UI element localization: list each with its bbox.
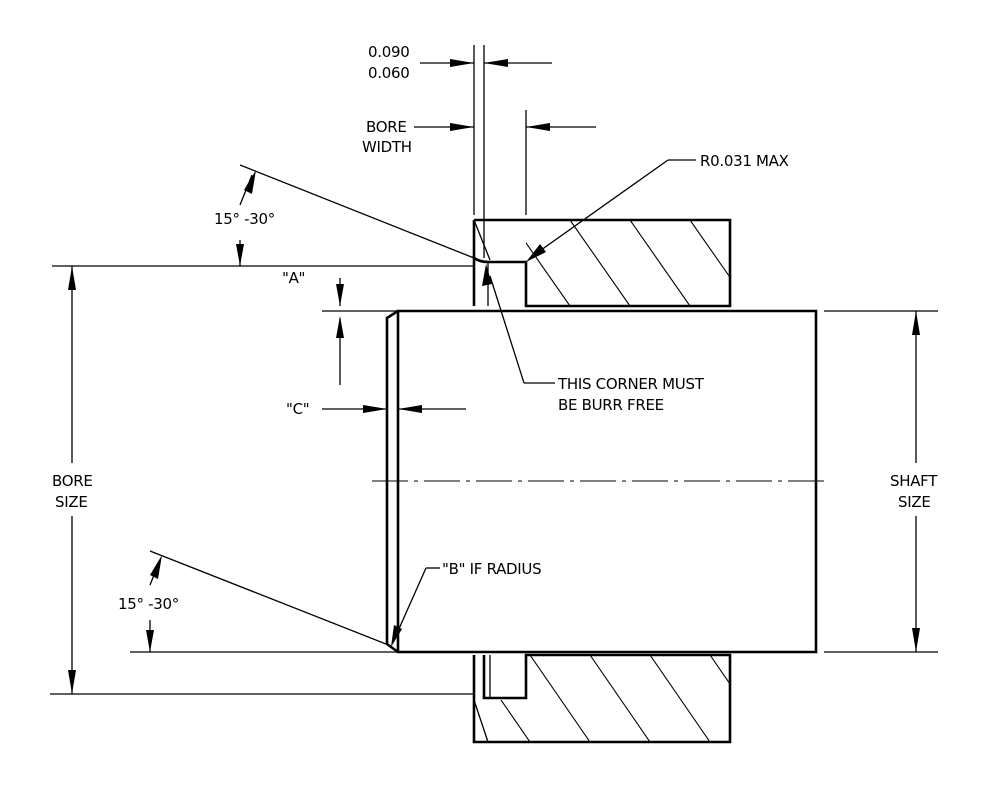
bore-size-label-line2: SIZE xyxy=(55,493,88,511)
upper-housing xyxy=(472,218,732,308)
label-c: "C" xyxy=(286,400,309,418)
shaft-size-label-line1: SHAFT xyxy=(890,472,938,490)
chamfer-width-min-label: 0.060 xyxy=(368,64,409,82)
angle-bottom-label: 15° -30° xyxy=(118,595,179,613)
label-a: "A" xyxy=(282,269,305,287)
bore-width-label-line2: WIDTH xyxy=(362,138,412,156)
angle-top-label: 15° -30° xyxy=(214,210,275,228)
corner-note-line1: THIS CORNER MUST xyxy=(557,375,705,393)
label-b-radius: "B" IF RADIUS xyxy=(442,560,541,578)
dimension-lines xyxy=(50,45,938,695)
shaft xyxy=(372,309,830,654)
corner-note-line2: BE BURR FREE xyxy=(558,396,664,414)
radius-note: R0.031 MAX xyxy=(700,152,789,170)
shaft-size-label-line2: SIZE xyxy=(898,493,931,511)
chamfer-width-max-label: 0.090 xyxy=(368,43,409,61)
bore-size-label-line1: BORE xyxy=(52,472,93,490)
bore-width-label-line1: BORE xyxy=(366,118,407,136)
lower-housing xyxy=(472,653,732,744)
